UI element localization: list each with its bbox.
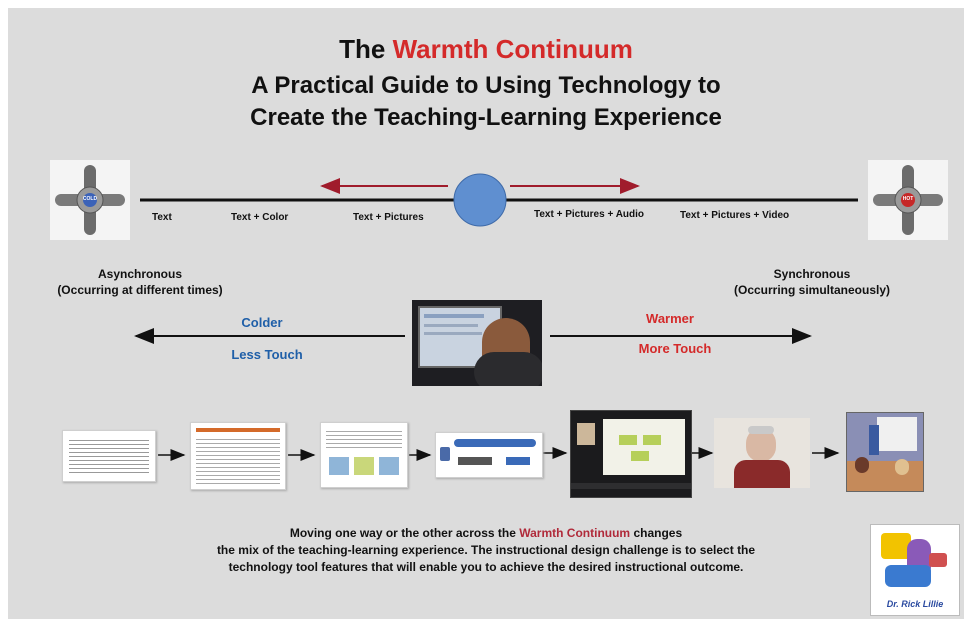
- page-title: The Warmth Continuum: [0, 34, 972, 65]
- audio-presentation-thumbnail: [435, 432, 543, 478]
- cold-faucet-label: COLD: [82, 196, 98, 202]
- scale-label-text-pictures-audio: Text + Pictures + Audio: [534, 209, 645, 220]
- subtitle-line-1: A Practical Guide to Using Technology to: [251, 72, 721, 99]
- asynchronous-title: Asynchronous: [97, 267, 182, 281]
- footer-line-1: Moving one way or the other across the W…: [0, 525, 972, 542]
- synchronous-desc: (Occurring simultaneously): [733, 283, 891, 297]
- text-pictures-thumbnail: [320, 422, 408, 488]
- footer-text: Moving one way or the other across the W…: [0, 525, 972, 576]
- classroom-photo-thumbnail: [846, 412, 924, 492]
- instructor-video-thumbnail: [714, 418, 810, 488]
- subtitle-line-2: Create the Teaching-Learning Experience: [250, 104, 722, 131]
- student-at-computer-image: [412, 300, 542, 386]
- hot-faucet-icon: HOT: [868, 160, 948, 240]
- scale-label-text: Text: [152, 212, 172, 223]
- warmer-label: Warmer: [646, 311, 694, 326]
- synchronous-title: Synchronous: [773, 267, 851, 281]
- text-document-thumbnail: [62, 430, 156, 482]
- hot-faucet-label: HOT: [902, 196, 914, 202]
- footer-line-2: the mix of the teaching-learning experie…: [216, 543, 756, 557]
- title-prefix: The: [339, 34, 393, 64]
- title-highlight: Warmth Continuum: [392, 34, 633, 64]
- asynchronous-block: Asynchronous (Occurring at different tim…: [40, 266, 240, 298]
- more-touch-label: More Touch: [638, 341, 712, 356]
- footer-line1-suffix: changes: [630, 526, 683, 540]
- continuum-midpoint-circle: [453, 173, 507, 227]
- video-lecture-thumbnail: [570, 410, 692, 498]
- less-touch-label: Less Touch: [231, 347, 303, 362]
- text-color-thumbnail: [190, 422, 286, 490]
- colder-label: Colder: [241, 315, 283, 330]
- tile-arrows: [158, 447, 840, 461]
- scale-label-text-pictures-video: Text + Pictures + Video: [680, 210, 790, 221]
- scale-label-text-color: Text + Color: [231, 212, 289, 223]
- dr-rick-lillie-logo: Dr. Rick Lillie: [870, 524, 960, 616]
- footer-highlight: Warmth Continuum: [519, 526, 631, 540]
- scale-label-text-pictures: Text + Pictures: [353, 212, 424, 223]
- cold-faucet-icon: COLD: [50, 160, 130, 240]
- synchronous-block: Synchronous (Occurring simultaneously): [712, 266, 912, 298]
- asynchronous-desc: (Occurring at different times): [57, 283, 223, 297]
- footer-line-3: technology tool features that will enabl…: [228, 560, 744, 574]
- footer-line1-prefix: Moving one way or the other across the: [289, 526, 520, 540]
- logo-caption: Dr. Rick Lillie: [886, 599, 944, 609]
